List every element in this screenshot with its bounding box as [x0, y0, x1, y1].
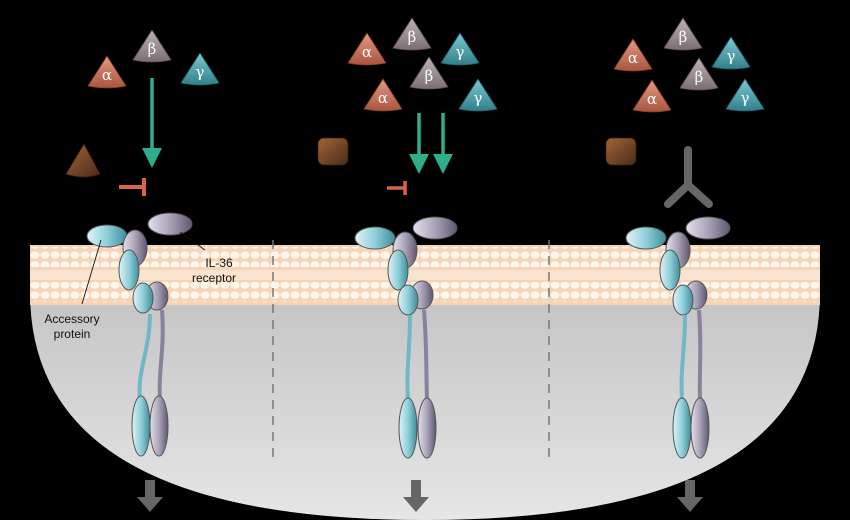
gamma-ligand: γ [458, 78, 498, 112]
beta-ligand: β [663, 17, 703, 51]
gamma-symbol: γ [727, 47, 736, 65]
panel-2-excess-agonists: α β γ α β γ [317, 17, 498, 512]
gamma-ligand: γ [711, 36, 751, 70]
beta-symbol: β [425, 67, 434, 85]
alpha-ligand: α [613, 38, 653, 72]
beta-ligand: β [132, 29, 172, 63]
beta-symbol: β [408, 28, 417, 46]
downstream-signal-arrow [403, 480, 429, 512]
alpha-symbol: α [362, 43, 372, 61]
accessory-protein-leader [81, 239, 102, 305]
alpha-ligand: α [347, 32, 387, 66]
inhibition-bar [119, 178, 146, 196]
il36-receptor-label-line2: receptor [192, 271, 236, 285]
panel-1-antagonist-inhibition: α β γ [44, 29, 236, 512]
il36-antagonist [317, 137, 349, 166]
il36-receptor-leader [179, 231, 206, 251]
panel-3-antibody-blocked: α β γ α β γ [605, 17, 765, 512]
alpha-ligand: α [632, 79, 672, 113]
blocking-antibody [664, 146, 713, 208]
accessory-protein-label-line2: protein [54, 327, 91, 341]
beta-symbol: β [148, 40, 157, 58]
beta-symbol: β [679, 28, 688, 46]
gamma-symbol: γ [741, 89, 750, 107]
gamma-symbol: γ [474, 89, 483, 107]
beta-symbol: β [695, 68, 704, 86]
beta-ligand: β [392, 17, 432, 51]
gamma-ligand: γ [180, 52, 220, 86]
activation-arrow [433, 113, 453, 174]
il36-antagonist [65, 143, 101, 178]
activation-arrow [409, 113, 429, 174]
alpha-symbol: α [647, 90, 657, 108]
receptor-complex [625, 216, 731, 459]
gamma-symbol: γ [456, 43, 465, 61]
receptor-complex [354, 216, 458, 459]
alpha-symbol: α [102, 66, 112, 84]
il36-antagonist [605, 137, 637, 166]
inhibition-bar [387, 181, 407, 195]
gamma-ligand: γ [725, 78, 765, 112]
il36-receptor-label-line1: IL-36 [205, 256, 233, 270]
alpha-ligand: α [363, 78, 403, 112]
gamma-ligand: γ [440, 32, 480, 66]
alpha-symbol: α [378, 89, 388, 107]
alpha-symbol: α [628, 49, 638, 67]
downstream-signal-arrow [137, 480, 163, 512]
accessory-protein-label-line1: Accessory [44, 312, 99, 326]
activation-arrow [142, 78, 162, 168]
downstream-signal-arrow [677, 480, 703, 512]
receptor-complex [86, 212, 193, 457]
beta-ligand: β [679, 57, 719, 91]
gamma-symbol: γ [196, 63, 205, 81]
beta-ligand: β [409, 56, 449, 90]
alpha-ligand: α [87, 55, 127, 89]
